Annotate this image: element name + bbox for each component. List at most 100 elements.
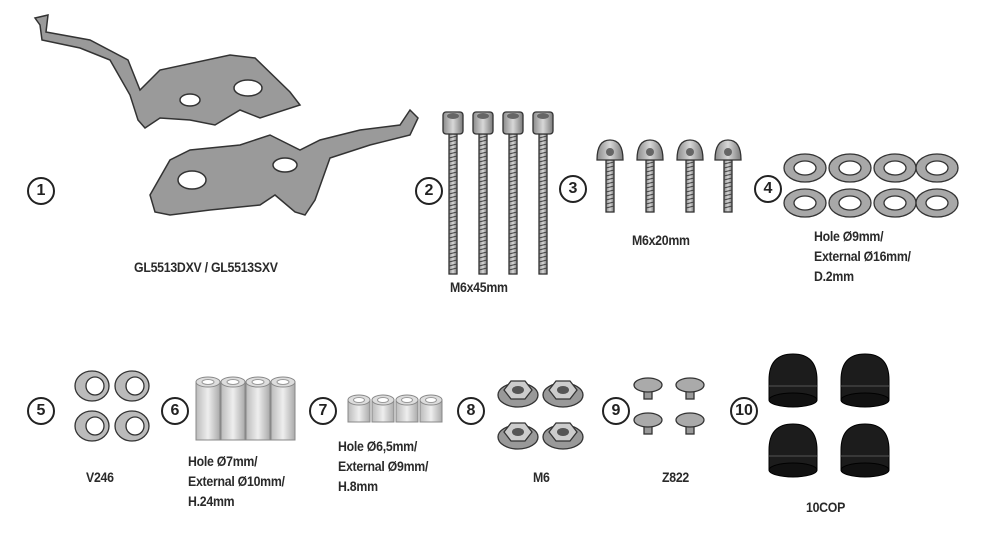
thread-line — [685, 161, 695, 165]
label-10cop: 10COP — [806, 499, 846, 515]
hex-socket — [507, 113, 519, 119]
thread-line — [645, 185, 655, 189]
cap — [840, 423, 890, 471]
hex-socket — [447, 113, 459, 119]
thread-line — [448, 243, 458, 247]
thread-line — [508, 195, 518, 199]
washer-hole — [793, 195, 817, 211]
thread-line — [508, 159, 518, 163]
thread-line — [538, 227, 548, 231]
thread-line — [448, 147, 458, 151]
thread-line — [538, 223, 548, 227]
label-spacers-24: Hole Ø7mm/ External Ø10mm/ H.24mm — [188, 451, 285, 511]
thread-line — [538, 171, 548, 175]
thread-line — [645, 177, 655, 181]
thread-line — [538, 243, 548, 247]
thread-line — [478, 251, 488, 255]
thread-line — [478, 203, 488, 207]
plug-head — [675, 412, 705, 428]
label-m6x45: M6x45mm — [450, 279, 508, 295]
bracket-right — [33, 14, 302, 129]
thread-line — [508, 211, 518, 215]
bolts-m6x45 — [442, 111, 554, 275]
thread-line — [448, 255, 458, 259]
thread-line — [538, 239, 548, 243]
thread-line — [508, 243, 518, 247]
thread-line — [538, 175, 548, 179]
item-number-7: 7 — [309, 397, 337, 425]
thread-line — [538, 219, 548, 223]
nut-hole — [512, 386, 524, 394]
thread-line — [538, 151, 548, 155]
thread-line — [645, 201, 655, 205]
bracket-left — [149, 108, 419, 216]
thread-line — [478, 151, 488, 155]
thread-line — [478, 211, 488, 215]
thread-line — [538, 159, 548, 163]
ring-hole — [125, 416, 145, 436]
label-line: Hole Ø7mm/ — [188, 453, 258, 469]
thread-line — [723, 177, 733, 181]
thread-line — [538, 247, 548, 251]
thread-line — [508, 183, 518, 187]
thread-line — [645, 189, 655, 193]
thread-line — [538, 255, 548, 259]
hex-socket — [606, 148, 614, 156]
thread-line — [448, 167, 458, 171]
item-number-3: 3 — [559, 175, 587, 203]
thread-line — [538, 195, 548, 199]
thread-line — [478, 267, 488, 271]
thread-line — [685, 197, 695, 201]
cap-base — [768, 392, 818, 408]
spacer-hole — [401, 397, 413, 403]
thread-line — [723, 161, 733, 165]
thread-line — [605, 161, 615, 165]
item-number-6: 6 — [161, 397, 189, 425]
thread-line — [645, 161, 655, 165]
label-line: External Ø16mm/ — [814, 248, 911, 264]
washer-hole — [793, 160, 817, 176]
thread-line — [723, 201, 733, 205]
thread-line — [478, 143, 488, 147]
item-number-8: 8 — [457, 397, 485, 425]
label-z822: Z822 — [662, 469, 690, 485]
nut-hole — [557, 386, 569, 394]
thread-line — [538, 155, 548, 159]
hex-socket — [537, 113, 549, 119]
thread-line — [478, 215, 488, 219]
thread-line — [508, 215, 518, 219]
thread-line — [605, 169, 615, 173]
thread-line — [685, 201, 695, 205]
thread-line — [685, 189, 695, 193]
thread-line — [478, 231, 488, 235]
thread-line — [645, 205, 655, 209]
label-spacers-8: Hole Ø6,5mm/ External Ø9mm/ H.8mm — [338, 436, 428, 496]
thread-line — [538, 191, 548, 195]
thread-line — [448, 199, 458, 203]
thread-line — [723, 205, 733, 209]
spacer — [220, 381, 246, 441]
thread-line — [448, 263, 458, 267]
item-number-4: 4 — [754, 175, 782, 203]
thread-line — [723, 193, 733, 197]
thread-line — [508, 219, 518, 223]
thread-line — [448, 207, 458, 211]
washer-hole — [883, 160, 907, 176]
thread-line — [605, 189, 615, 193]
cap — [768, 423, 818, 471]
thread-line — [448, 247, 458, 251]
thread-line — [538, 139, 548, 143]
thread-line — [508, 147, 518, 151]
thread-line — [508, 167, 518, 171]
thread-line — [685, 185, 695, 189]
thread-line — [605, 201, 615, 205]
label-washers: Hole Ø9mm/ External Ø16mm/ D.2mm — [814, 226, 911, 286]
thread-line — [448, 219, 458, 223]
thread-line — [645, 165, 655, 169]
thread-line — [448, 151, 458, 155]
thread-line — [508, 263, 518, 267]
thread-line — [538, 203, 548, 207]
spacer-hole — [276, 379, 290, 385]
